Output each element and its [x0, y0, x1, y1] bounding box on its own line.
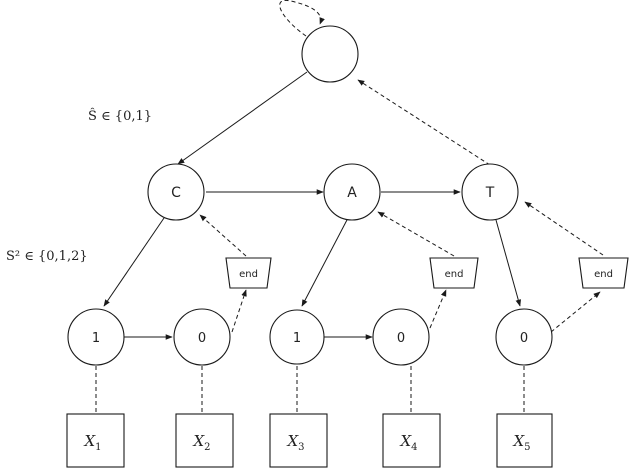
- root-self-loop-edge: [279, 0, 325, 37]
- bit-label-4: 0: [397, 331, 405, 346]
- observation-box-1: X1: [66, 413, 125, 468]
- bit-label-3: 1: [293, 331, 301, 346]
- letter-label-t: T: [485, 185, 495, 201]
- observation-label-5: X5: [512, 432, 530, 453]
- bit-label-1: 1: [92, 331, 100, 346]
- edge-end1-to-c: [199, 214, 247, 257]
- edge-bit2-to-end1: [231, 289, 247, 333]
- end-node-1: end: [225, 257, 272, 289]
- second-level-state-annotation: S² ∈ {0,1,2}: [6, 249, 88, 264]
- observation-box-2: X2: [175, 413, 234, 468]
- letter-label-c: C: [171, 185, 181, 201]
- letter-node-a: A: [323, 163, 381, 221]
- bit-node-1: 1: [67, 308, 125, 366]
- top-level-state-annotation: Ŝ ∈ {0,1}: [88, 107, 152, 124]
- bit-label-2: 0: [198, 331, 206, 346]
- bit-node-4: 0: [372, 308, 430, 366]
- edge-t-to-bit5: [495, 219, 522, 307]
- end-label-3: end: [594, 269, 613, 280]
- end-label-1: end: [239, 269, 258, 280]
- letter-node-t: T: [461, 163, 519, 221]
- edge-t-to-root: [357, 79, 491, 166]
- edge-bit5-to-end3: [550, 291, 601, 333]
- edge-a-to-bit3: [301, 217, 349, 307]
- end-node-2: end: [429, 257, 479, 289]
- edge-end2-to-a: [377, 211, 455, 257]
- bit-node-2: 0: [173, 308, 231, 366]
- observation-label-2: X2: [192, 432, 210, 453]
- observation-label-3: X3: [286, 432, 304, 453]
- observation-label-4: X4: [399, 432, 417, 453]
- bit-node-5: 0: [495, 308, 553, 366]
- end-node-3: end: [578, 257, 629, 289]
- observation-box-4: X4: [382, 413, 441, 468]
- observation-label-1: X1: [83, 432, 101, 453]
- edge-end3-to-t: [524, 201, 604, 256]
- bit-node-3: 1: [269, 309, 325, 365]
- letter-label-a: A: [347, 185, 357, 201]
- edge-c-to-bit1: [103, 217, 165, 307]
- end-label-2: end: [445, 269, 464, 280]
- edge-bit4-to-end2: [429, 289, 447, 329]
- observation-box-3: X3: [269, 413, 328, 468]
- edge-root-to-c: [177, 71, 308, 165]
- root-node: [301, 25, 359, 83]
- bit-label-5: 0: [520, 331, 528, 346]
- letter-node-c: C: [147, 163, 205, 221]
- observation-box-5: X5: [496, 413, 553, 468]
